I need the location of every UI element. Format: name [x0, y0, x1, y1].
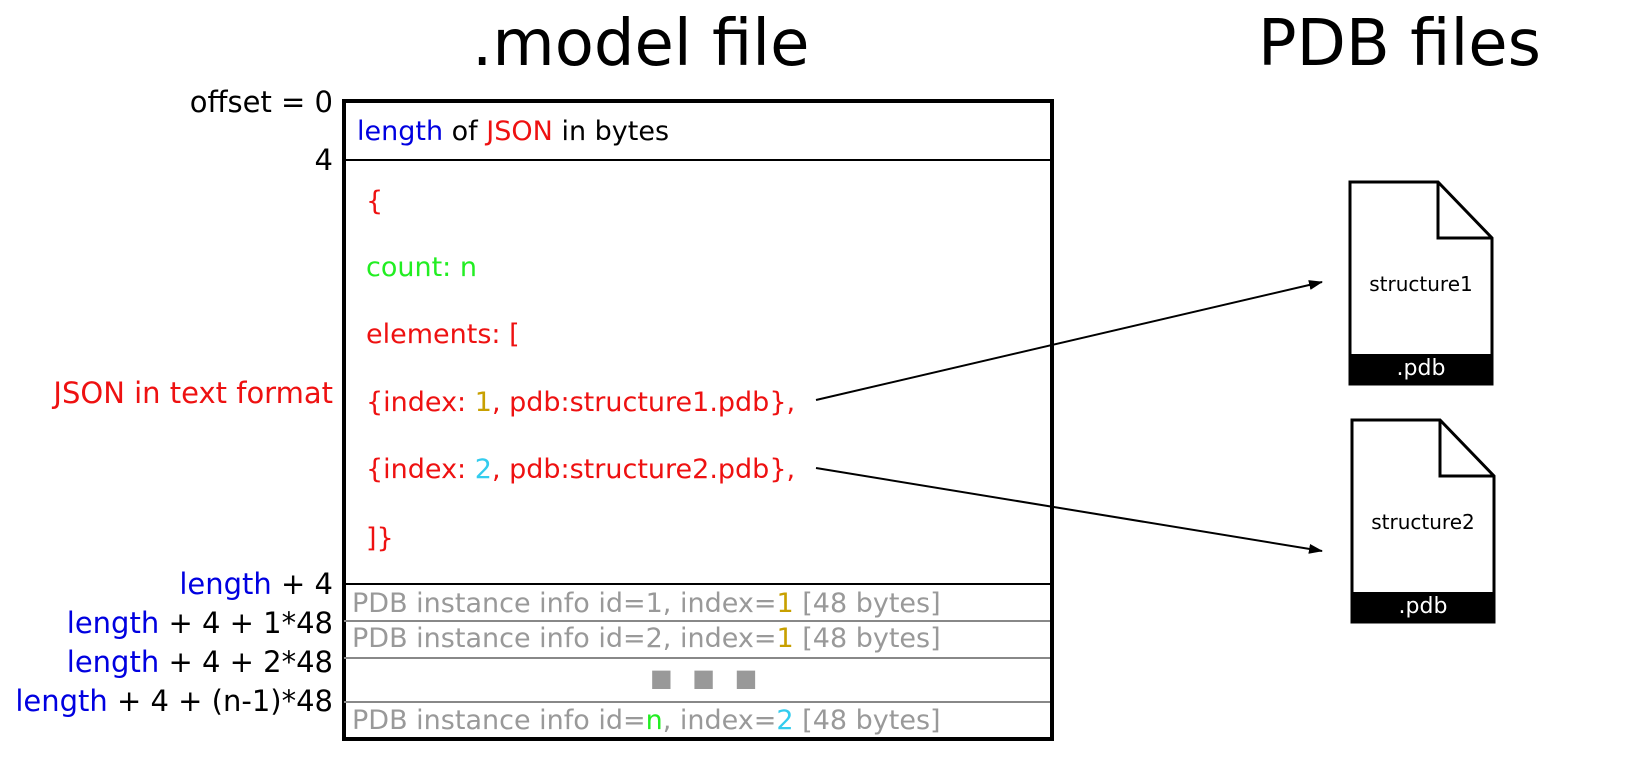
- json-text-format-label: JSON in text format: [53, 376, 333, 410]
- offset-expr: + 4 + 2*48: [168, 645, 333, 679]
- json-count-line: count: n: [366, 254, 477, 281]
- row-suffix: [48 bytes]: [793, 588, 941, 619]
- row-id: n: [645, 705, 663, 736]
- instance-row-2: PDB instance info id=2, index=1 [48 byte…: [352, 625, 941, 652]
- row-prefix: PDB instance info id=2, index=: [352, 623, 777, 654]
- header-json: JSON: [486, 116, 553, 147]
- ellipsis: ■ ■ ■: [650, 664, 764, 692]
- pdb-file-icon-1: [1348, 180, 1494, 386]
- json-element-1: {index: 1, pdb:structure1.pdb},: [366, 389, 795, 416]
- offset-length-plus4-2: length + 4 + 2*48: [67, 648, 333, 677]
- offset-four-label: 4: [314, 143, 333, 177]
- row-index: 1: [776, 623, 794, 654]
- json-element-2: {index: 2, pdb:structure2.pdb},: [366, 456, 795, 483]
- header-row-text: length of JSON in bytes: [357, 118, 669, 145]
- row-prefix: PDB instance info id=1, index=: [352, 588, 777, 619]
- row-suffix: [48 bytes]: [793, 705, 941, 736]
- offset-length-plus4-1: length + 4 + 1*48: [67, 609, 333, 638]
- row-index: 2: [776, 705, 794, 736]
- pdb-file-2-ext: .pdb: [1398, 594, 1448, 619]
- header-in-bytes: in bytes: [561, 116, 670, 147]
- length-word: length: [66, 606, 160, 640]
- row-mid: , index=: [662, 705, 777, 736]
- offset-length-plus4: length + 4: [179, 570, 333, 599]
- element-index-value: 1: [474, 387, 492, 418]
- model-file-heading: .model file: [472, 7, 810, 81]
- element-index-key: {index:: [366, 454, 467, 485]
- pdb-files-heading: PDB files: [1258, 7, 1541, 81]
- pdb-file-1-name: structure1: [1369, 272, 1473, 296]
- instance-row-1: PDB instance info id=1, index=1 [48 byte…: [352, 590, 941, 617]
- offset-zero-label: offset = 0: [189, 85, 333, 119]
- pdb-file-1-ext: .pdb: [1396, 356, 1446, 381]
- row-suffix: [48 bytes]: [793, 623, 941, 654]
- offset-expr: + 4 + 1*48: [168, 606, 333, 640]
- length-word: length: [179, 567, 272, 601]
- element-pdb: , pdb:structure1.pdb},: [491, 387, 796, 418]
- offset-length-plus4-n: length + 4 + (n-1)*48: [15, 687, 333, 716]
- element-index-value: 2: [474, 454, 492, 485]
- header-of: of: [451, 116, 478, 147]
- row-prefix: PDB instance info id=: [352, 705, 646, 736]
- instance-row-n: PDB instance info id=n, index=2 [48 byte…: [352, 707, 941, 734]
- count-value: n: [459, 252, 477, 283]
- arrow-structure2: [815, 467, 1323, 554]
- header-length: length: [357, 116, 444, 147]
- row-index: 1: [776, 588, 794, 619]
- json-elements-line: elements: [: [366, 319, 520, 350]
- json-open-brace: {: [366, 186, 384, 217]
- length-word: length: [66, 645, 160, 679]
- length-word: length: [15, 684, 108, 718]
- offset-expr: + 4 + (n-1)*48: [116, 684, 333, 718]
- model-file-box: [342, 99, 1054, 741]
- element-index-key: {index:: [366, 387, 467, 418]
- pdb-file-2-name: structure2: [1371, 510, 1475, 534]
- arrow-structure1: [815, 280, 1323, 401]
- count-key: count:: [366, 252, 452, 283]
- pdb-file-icon-2: [1350, 418, 1496, 624]
- element-pdb: , pdb:structure2.pdb},: [491, 454, 796, 485]
- offset-expr: + 4: [281, 567, 333, 601]
- json-close: ]}: [366, 523, 394, 554]
